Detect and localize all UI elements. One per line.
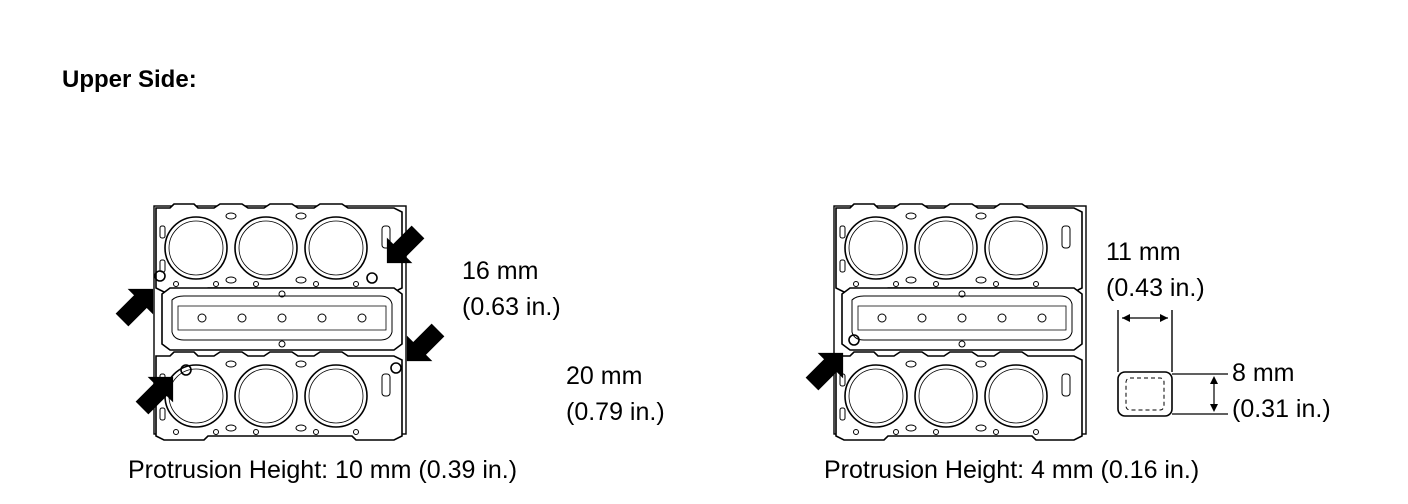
left-measurement-20mm-imperial: (0.79 in.) [566,398,665,426]
left-engine-block [153,203,407,441]
left-measurement-16mm-imperial: (0.63 in.) [462,293,561,321]
left-knock-pin-2 [366,272,378,284]
left-measurement-20mm: 20 mm (0.79 in.) [566,358,665,430]
right-engine-block [833,203,1087,441]
left-knock-pin-1 [154,270,166,282]
left-knock-pin-3 [180,364,192,376]
left-caption: Protrusion Height: 10 mm (0.39 in.) [128,456,518,484]
left-measurement-20mm-metric: 20 mm [566,362,643,390]
pin-dimension-detail [1117,310,1228,417]
right-measurement-height-metric: 8 mm [1232,359,1295,387]
right-knock-pin [848,334,860,346]
left-measurement-16mm-metric: 16 mm [462,257,539,285]
right-measurement-width-imperial: (0.43 in.) [1106,274,1205,302]
right-measurement-width: 11 mm (0.43 in.) [1106,234,1205,306]
right-measurement-height-imperial: (0.31 in.) [1232,395,1331,423]
right-caption: Protrusion Height: 4 mm (0.16 in.) [824,456,1200,484]
right-measurement-height: 8 mm (0.31 in.) [1232,355,1331,427]
left-knock-pin-4 [390,362,402,374]
section-heading: Upper Side: [62,66,197,93]
right-measurement-width-metric: 11 mm [1106,238,1181,266]
left-measurement-16mm: 16 mm (0.63 in.) [462,253,561,325]
